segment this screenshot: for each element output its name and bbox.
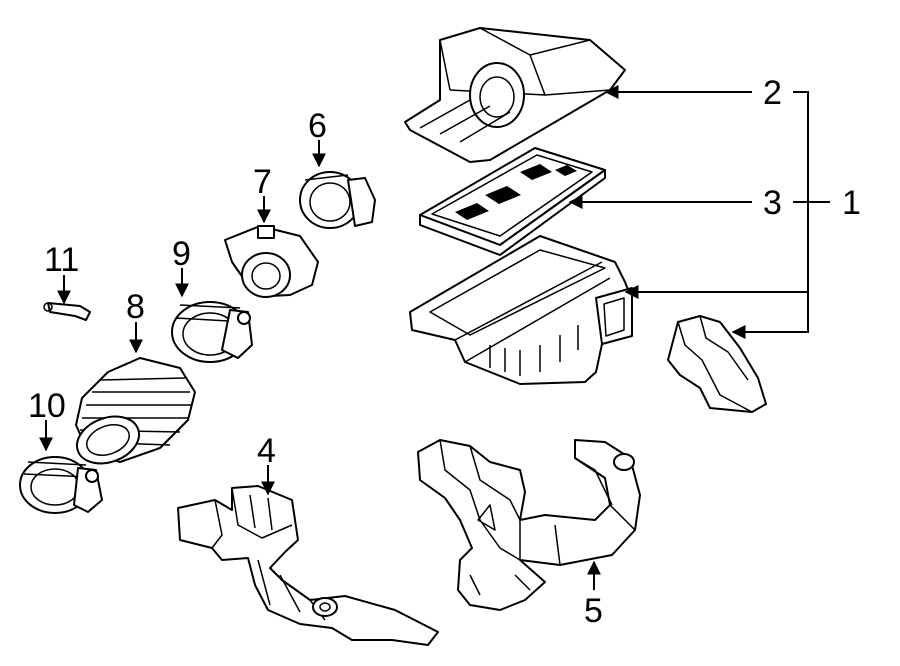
callout-11: 11	[44, 241, 79, 279]
air-cleaner-housing	[409, 235, 633, 385]
callout-1: 1	[842, 184, 861, 222]
vacuum-fitting	[43, 302, 91, 321]
flexible-intake-hose	[75, 357, 196, 465]
callout-3: 3	[763, 184, 782, 222]
hose-clamp-6	[299, 171, 376, 229]
callout-numbers: 1 2 3 4 5 6 7 8 9 10 11	[28, 74, 861, 630]
callout-5: 5	[584, 592, 603, 630]
callout-2: 2	[763, 74, 782, 112]
air-deflector-bracket	[177, 485, 439, 646]
callout-6: 6	[308, 107, 327, 145]
callout-9: 9	[172, 235, 191, 273]
intake-duct	[417, 439, 641, 611]
air-filter-element	[419, 147, 606, 256]
hose-clamp-10	[19, 456, 103, 514]
callout-4: 4	[257, 432, 276, 470]
hose-clamp-9	[171, 301, 253, 363]
callout-7: 7	[253, 163, 272, 201]
callout-8: 8	[126, 288, 145, 326]
leader-lines	[39, 85, 830, 590]
mass-airflow-sensor	[224, 225, 319, 298]
callout-10: 10	[28, 387, 66, 425]
air-cleaner-lid	[404, 27, 626, 163]
outlet-duct-elbow	[667, 315, 767, 413]
